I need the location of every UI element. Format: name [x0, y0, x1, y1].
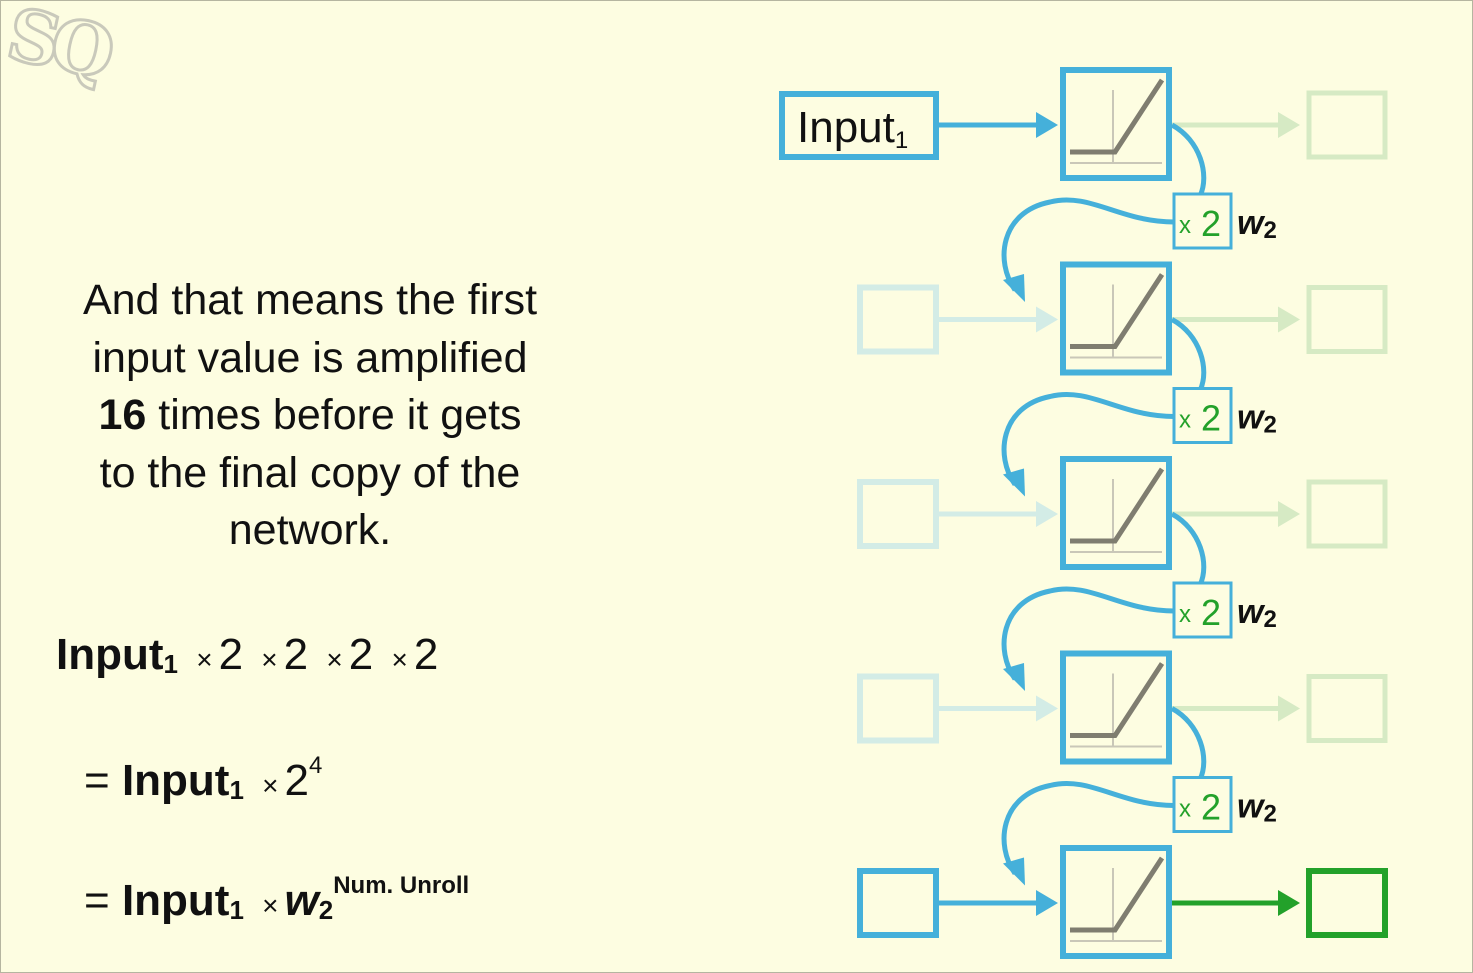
relu-curve: [1070, 273, 1165, 349]
feedback-loop: [1170, 122, 1207, 198]
input-box: [779, 91, 939, 160]
weight-box: [1172, 776, 1233, 833]
text-line: to the final copy of the: [99, 448, 521, 497]
output-box: [1306, 868, 1388, 938]
input-term: Input: [56, 630, 164, 679]
equals-sign: =: [84, 756, 110, 805]
output-arrow-head: [1278, 695, 1300, 722]
input-arrow-head: [1036, 890, 1058, 916]
feedback-arrow-head: [1003, 468, 1025, 497]
feedback-loop: [1170, 511, 1207, 587]
output-box: [1306, 479, 1388, 549]
explanation-text: And that means the first input value is …: [30, 272, 590, 560]
input-arrow-head: [1036, 306, 1058, 333]
input-arrow-head: [1036, 695, 1058, 722]
input-box: [857, 868, 939, 938]
times-sign: ×: [391, 644, 408, 675]
base: 2: [284, 756, 309, 805]
relu-node: [1060, 650, 1172, 765]
text-line: And that means the first: [82, 276, 538, 324]
equation-1: Input1 ×2 ×2 ×2 ×2: [56, 630, 438, 680]
weight-times: x: [1179, 212, 1191, 239]
output-box: [1306, 285, 1388, 354]
subscript: 1: [229, 895, 244, 925]
feedback-arrow-head: [1003, 274, 1025, 302]
weight-subscript: 2: [1263, 217, 1276, 244]
feedback-arrow-head: [1003, 857, 1025, 886]
weight-times: x: [1179, 796, 1191, 823]
input-arrow-head: [1036, 112, 1058, 138]
relu-curve: [1070, 662, 1165, 738]
text-line: input value is amplified: [92, 333, 528, 382]
weight-box: [1172, 192, 1233, 250]
weight-subscript: 2: [1263, 606, 1276, 633]
feedback-arrow-head: [1003, 663, 1025, 691]
equals-sign: =: [84, 876, 110, 925]
relu-node: [1060, 456, 1172, 570]
weight-times: x: [1179, 601, 1191, 628]
weight-value: 2: [1201, 787, 1221, 828]
text-line: network.: [228, 506, 392, 554]
relu-node: [1060, 67, 1172, 181]
weight-box: [1172, 581, 1233, 639]
feedback-arrow: [1001, 586, 1175, 681]
weight-label: w2: [1237, 593, 1277, 633]
output-box: [1306, 674, 1388, 743]
output-box: [1306, 90, 1388, 160]
exponent: 4: [309, 752, 323, 779]
feedback-loop: [1170, 706, 1207, 781]
input-term: Input: [121, 876, 230, 925]
weight-value: 2: [1201, 398, 1221, 439]
times-sign: ×: [196, 644, 213, 675]
times-sign: ×: [262, 770, 279, 801]
input-label: Input1: [797, 103, 908, 154]
times-sign: ×: [262, 890, 279, 921]
weight-subscript: 2: [1263, 801, 1276, 828]
exponent: Num. Unroll: [333, 872, 470, 899]
relu-curve: [1070, 78, 1165, 155]
weight-times: x: [1179, 407, 1191, 434]
weight-subscript: 2: [1263, 412, 1276, 439]
weight-value: 2: [1201, 592, 1221, 633]
times-sign: ×: [261, 644, 278, 675]
weight-box: [1172, 387, 1233, 444]
output-arrow-head: [1278, 890, 1300, 916]
relu-curve: [1070, 467, 1165, 544]
factor: 2: [283, 630, 309, 679]
subscript: 2: [318, 895, 334, 925]
equation-3: = Input1 ×w2Num. Unroll: [84, 872, 469, 926]
input-term: Input: [121, 756, 230, 805]
text-fragment: times before it gets: [146, 391, 522, 439]
weight-symbol: w: [284, 876, 319, 925]
input-arrow-head: [1036, 501, 1058, 527]
weight-value: 2: [1201, 203, 1221, 244]
output-arrow-head: [1278, 112, 1300, 138]
input-box: [857, 673, 939, 744]
times-sign: ×: [326, 644, 343, 675]
subscript: 1: [229, 775, 244, 805]
weight-label: w2: [1237, 399, 1277, 439]
weight-label: w2: [1237, 788, 1277, 828]
text-line: 16 times before it gets: [30, 387, 590, 445]
input-subscript: 1: [895, 127, 908, 154]
feedback-arrow: [1001, 392, 1175, 486]
feedback-loop: [1170, 317, 1207, 392]
weight-label: w2: [1237, 204, 1277, 244]
relu-curve: [1070, 856, 1165, 933]
factor: 2: [348, 630, 374, 679]
feedback-arrow: [1001, 197, 1175, 292]
subscript: 1: [163, 649, 178, 679]
factor: 2: [218, 630, 244, 679]
bold-number: 16: [98, 391, 147, 439]
feedback-arrow: [1001, 781, 1175, 875]
relu-node: [1060, 261, 1172, 376]
factor: 2: [413, 630, 439, 679]
output-arrow-head: [1278, 501, 1300, 527]
input-box: [857, 284, 939, 355]
output-arrow-head: [1278, 306, 1300, 333]
input-box: [857, 479, 939, 549]
equation-2: = Input1 ×24: [84, 752, 322, 806]
relu-node: [1060, 845, 1172, 959]
